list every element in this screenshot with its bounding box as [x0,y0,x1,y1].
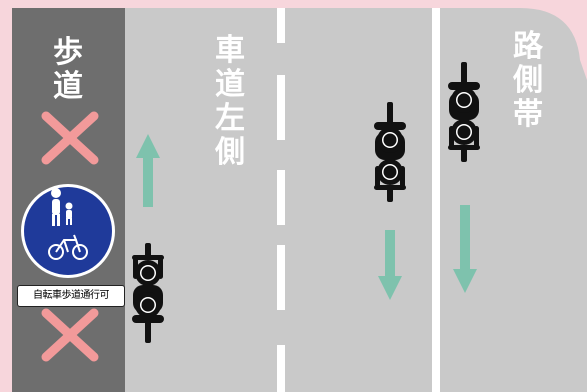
sidewalk-label: 歩道 [53,35,83,104]
lane-dash-line [277,8,285,392]
cross-icon-top [41,111,99,165]
bicycle-pedestrian-sign-icon [21,184,115,278]
road-left-label: 車道左側 [215,33,245,170]
shoulder-label: 路側帯 [513,29,543,132]
sign-caption: 自転車歩道通行可 [17,285,125,307]
arrow-up-left-lane [136,134,160,207]
arrow-down-shoulder [453,205,477,293]
arrow-down-center-lane [378,230,402,300]
cross-icon-bottom [41,308,99,362]
shoulder-line [432,8,440,392]
